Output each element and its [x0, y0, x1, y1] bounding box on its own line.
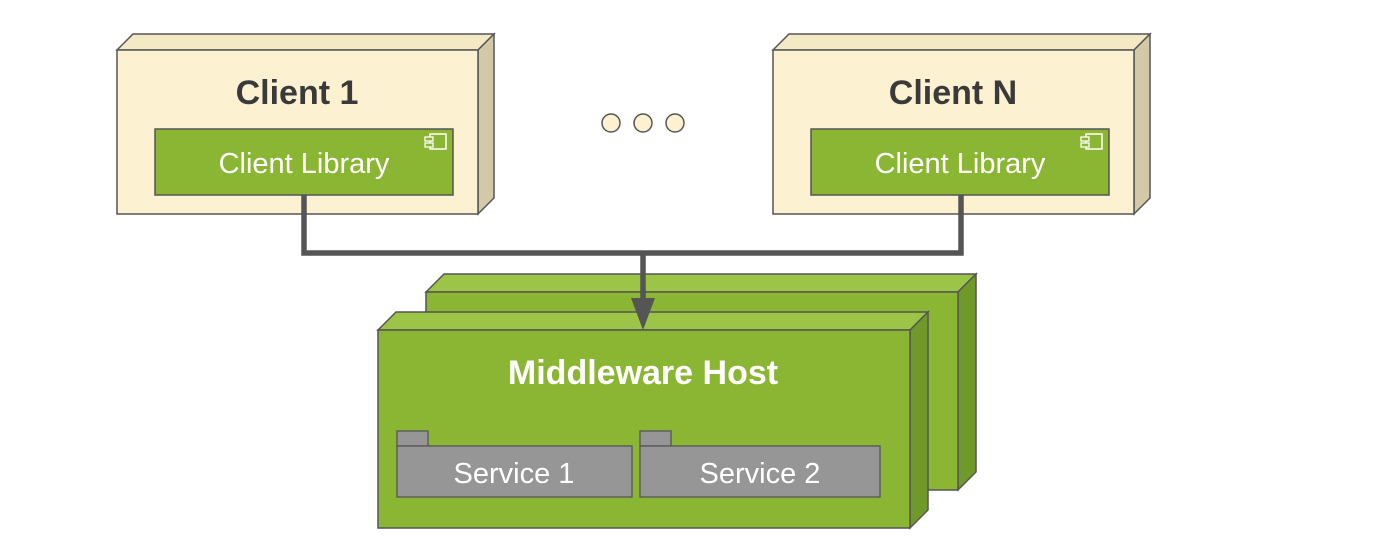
client-n-title: Client N	[889, 74, 1017, 112]
client-1-library-label: Client Library	[219, 148, 390, 180]
component-icon	[1080, 133, 1103, 150]
ellipsis-dots	[601, 113, 685, 133]
component-icon	[424, 133, 447, 150]
client-n-node: Client N Client Library	[771, 32, 1152, 216]
connector-lines	[301, 195, 964, 330]
middleware-host-title: Middleware Host	[508, 354, 778, 392]
service-2-package: Service 2	[639, 430, 881, 498]
service-2-label: Service 2	[700, 458, 821, 490]
arrow-head	[631, 298, 655, 330]
service-1-package: Service 1	[396, 430, 633, 498]
client-n-library-label: Client Library	[875, 148, 1046, 180]
client-n-library-component: Client Library	[810, 128, 1110, 196]
middleware-host-node: Middleware Host Service 1 Service 2	[376, 310, 930, 530]
client-1-title: Client 1	[236, 74, 359, 112]
client-1-node: Client 1 Client Library	[115, 32, 496, 216]
service-1-label: Service 1	[454, 458, 575, 490]
client-1-library-component: Client Library	[154, 128, 454, 196]
